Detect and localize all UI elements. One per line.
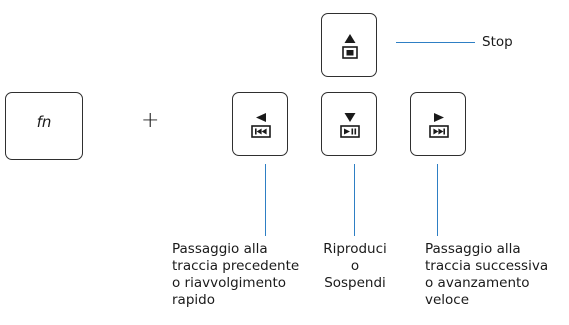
previous-label-line: traccia precedente (172, 258, 300, 274)
play-pause-icon (340, 125, 360, 138)
previous-label-line: Passaggio alla (172, 241, 268, 257)
fn-key-label: fn (36, 113, 52, 131)
previous-track-icon (251, 125, 271, 138)
next-label-line: o avanzamento (425, 275, 530, 291)
next-callout-line (437, 164, 439, 236)
next-label-line: traccia successiva (425, 258, 549, 274)
arrow-left-icon (256, 113, 266, 122)
left-arrow-previous-key (232, 92, 288, 156)
play-pause-label-line: o (350, 258, 360, 274)
arrow-up-icon (344, 34, 356, 43)
play-pause-label-line: Riproduci (323, 241, 387, 257)
plus-sign: + (141, 108, 160, 133)
play-pause-label: Riproduci o Sospendi (312, 241, 398, 292)
up-arrow-stop-key (321, 13, 377, 77)
down-arrow-play-pause-key (321, 92, 377, 156)
stop-label: Stop (482, 34, 513, 51)
down-play-pause-glyphs (340, 113, 360, 138)
previous-label-line: rapido (172, 292, 215, 308)
arrow-down-icon (344, 113, 356, 122)
up-stop-glyphs (342, 34, 358, 59)
right-next-glyphs (429, 113, 449, 138)
right-arrow-next-key (410, 92, 466, 156)
next-label: Passaggio alla traccia successiva o avan… (425, 241, 548, 309)
stop-label-text: Stop (482, 34, 513, 50)
left-previous-glyphs (251, 113, 271, 138)
next-label-line: Passaggio alla (425, 241, 521, 257)
next-track-icon (429, 125, 449, 138)
previous-callout-line (265, 164, 267, 236)
play-pause-callout-line (354, 164, 356, 236)
stop-icon (342, 46, 358, 59)
play-pause-label-line: Sospendi (324, 275, 386, 291)
fn-key: fn (5, 92, 83, 160)
previous-label: Passaggio alla traccia precedente o riav… (172, 241, 299, 309)
next-label-line: veloce (425, 292, 470, 308)
arrow-right-icon (434, 113, 444, 122)
stop-callout-line (396, 42, 475, 44)
previous-label-line: o riavvolgimento (172, 275, 286, 291)
